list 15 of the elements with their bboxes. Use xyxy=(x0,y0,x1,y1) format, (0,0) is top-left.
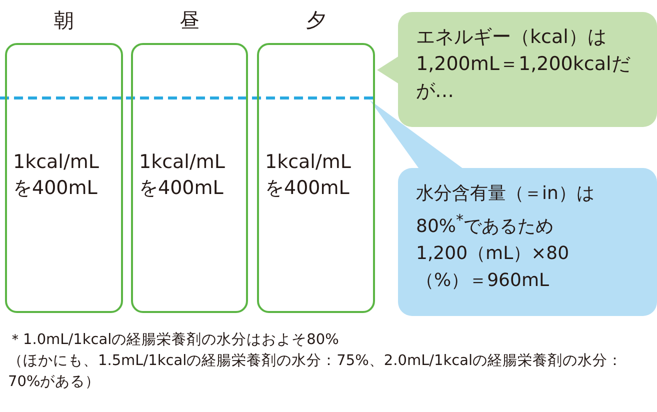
dashed-line xyxy=(0,96,376,100)
footnote-text: ＊1.0mL/1kcalの経腸栄養剤の水分はおよそ80% xyxy=(8,330,340,350)
box-text: 1kcal/mLを400mL xyxy=(265,150,352,201)
callout-text: エネルギー（kcal）は1,200mL＝1,200kcalだが… xyxy=(416,25,631,104)
callout-text: 水分含有量（＝in）は80%$^{*}$であるため1,200（mL）×80（%）＝960mL xyxy=(416,182,596,293)
box-text: 1kcal/mLを400mL xyxy=(139,150,226,201)
callout-box xyxy=(398,12,657,127)
callout-pointer xyxy=(369,99,465,170)
column-heading: 朝 xyxy=(53,7,75,34)
footnote-text: （ほかにも、1.5mL/1kcalの経腸栄養剤の水分：75%、2.0mL/1kcalの経腸栄養剤の水分：70%がある） xyxy=(8,352,624,392)
box-text: 1kcal/mLを400mL xyxy=(13,150,100,201)
callout-box xyxy=(398,168,657,316)
column-heading: 夕 xyxy=(305,7,327,34)
column-heading: 昼 xyxy=(178,7,200,34)
callout-pointer xyxy=(377,56,399,84)
